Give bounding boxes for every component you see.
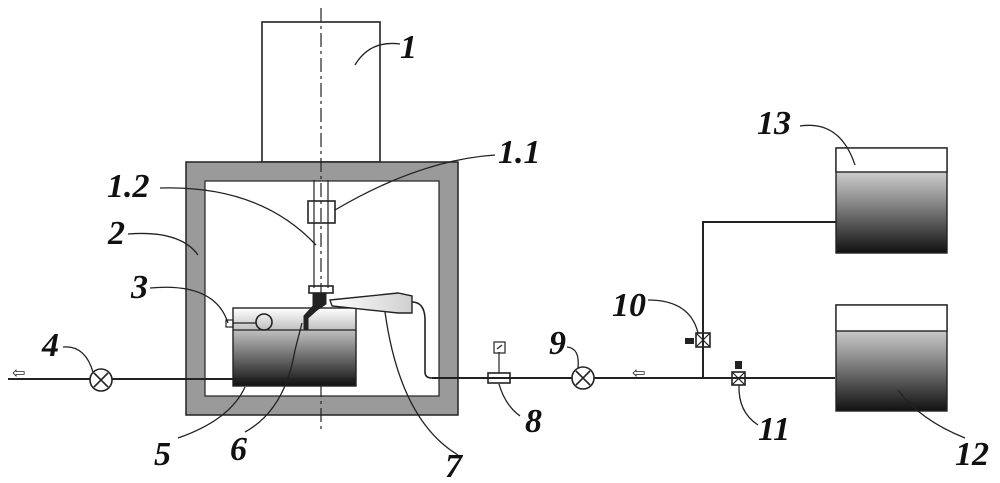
label-9: 9 <box>549 325 566 362</box>
flow-arrow-right: ⇦ <box>632 363 645 382</box>
component-12-tank <box>835 304 948 412</box>
label-5: 5 <box>154 436 171 473</box>
component-7-nozzle <box>329 292 433 379</box>
label-1-1: 1.1 <box>498 134 541 171</box>
component-1-2-shaft <box>313 180 329 288</box>
label-13: 13 <box>757 105 791 142</box>
component-5-tank <box>232 307 357 387</box>
label-2: 2 <box>107 215 125 252</box>
label-1-2: 1.2 <box>107 168 150 205</box>
label-12: 12 <box>955 436 989 473</box>
component-9-pump <box>571 366 595 390</box>
leader-lines <box>62 42 966 456</box>
component-10-valve <box>685 332 711 348</box>
component-4-valve <box>89 368 113 392</box>
flow-arrow-left: ⇦ <box>12 363 25 382</box>
component-1-1-coupling <box>307 200 336 224</box>
component-11-valve <box>731 361 746 386</box>
branch-pipe <box>702 221 836 378</box>
label-11: 11 <box>758 411 790 448</box>
component-8-flow-meter <box>487 341 511 384</box>
component-3-level-sensor <box>225 313 273 331</box>
label-1: 1 <box>400 29 417 66</box>
component-13-tank <box>835 147 948 254</box>
label-6: 6 <box>230 431 247 468</box>
label-4: 4 <box>41 327 59 364</box>
label-7: 7 <box>445 448 464 483</box>
component-6-tool <box>303 292 327 331</box>
label-10: 10 <box>612 287 646 324</box>
label-8: 8 <box>525 403 542 440</box>
label-3: 3 <box>130 269 148 306</box>
